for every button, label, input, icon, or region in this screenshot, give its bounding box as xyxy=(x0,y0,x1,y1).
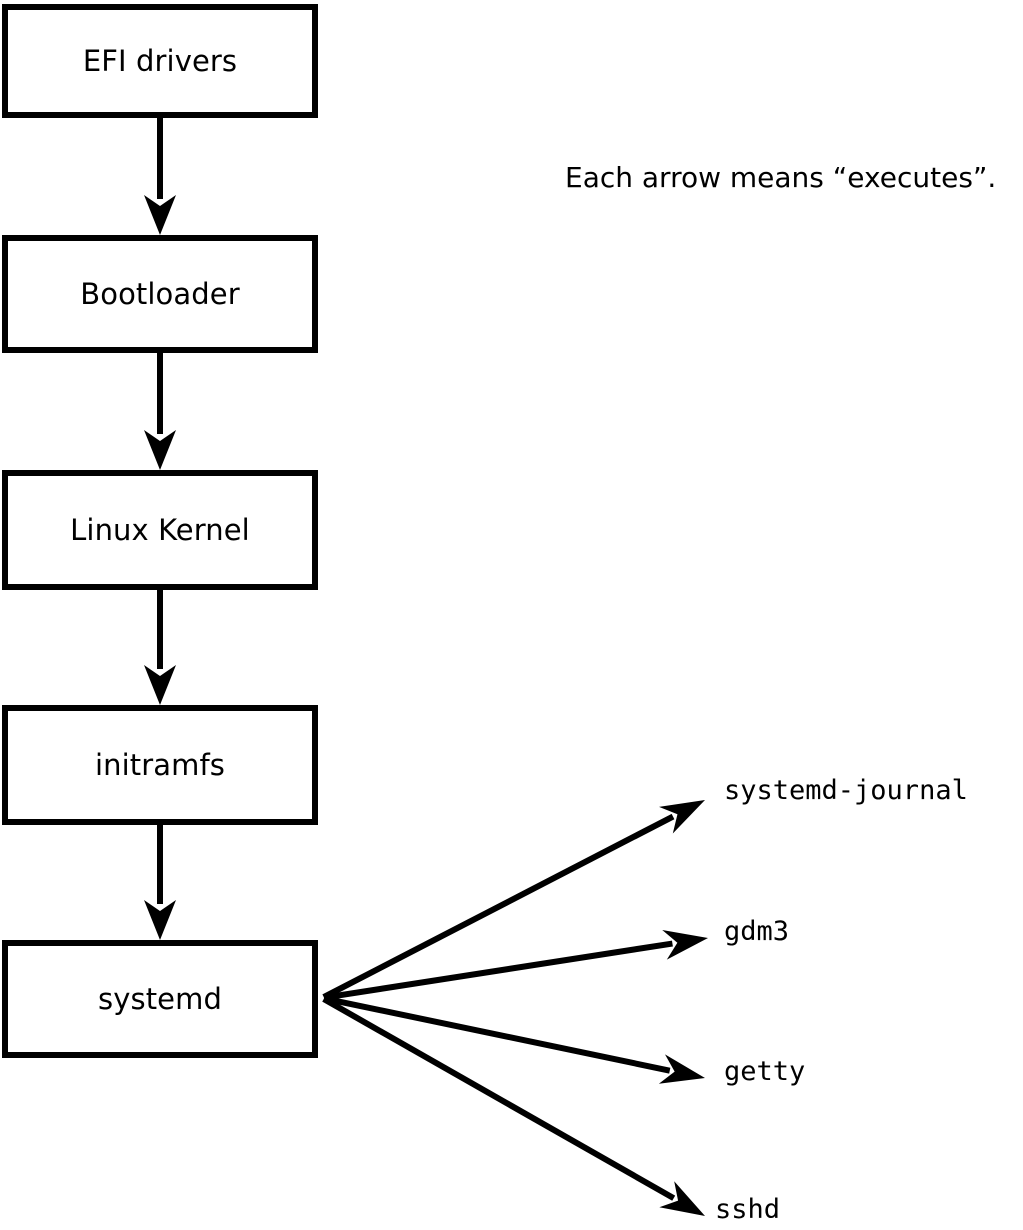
fanout-arrow-head-systemd-journal xyxy=(659,800,705,834)
fanout-arrow-head-gdm3 xyxy=(662,929,708,960)
service-label-getty[interactable]: getty xyxy=(724,1056,806,1087)
fanout-arrow-shaft-sshd xyxy=(322,996,676,1201)
stage-box-efi-drivers[interactable]: EFI drivers xyxy=(2,4,318,118)
stage-box-initramfs[interactable]: initramfs xyxy=(2,705,318,825)
stage-label-bootloader: Bootloader xyxy=(80,276,240,311)
chain-arrow-head-0 xyxy=(144,195,176,235)
stage-label-systemd: systemd xyxy=(98,981,222,1016)
arrow-meaning-note: Each arrow means “executes”. xyxy=(565,161,997,194)
stage-box-linux-kernel[interactable]: Linux Kernel xyxy=(2,470,318,590)
service-label-gdm3[interactable]: gdm3 xyxy=(724,916,790,947)
service-label-sshd[interactable]: sshd xyxy=(715,1194,781,1225)
stage-label-initramfs: initramfs xyxy=(94,747,226,782)
fanout-arrow-head-sshd xyxy=(659,1181,705,1216)
fanout-arrow-head-getty xyxy=(658,1054,705,1084)
chain-arrow-head-3 xyxy=(144,900,176,940)
fanout-arrow-group xyxy=(322,800,708,1216)
stage-label-linux-kernel: Linux Kernel xyxy=(70,512,250,547)
chain-arrow-head-2 xyxy=(144,665,176,705)
stage-label-efi-drivers: EFI drivers xyxy=(82,43,238,78)
service-label-systemd-journal[interactable]: systemd-journal xyxy=(724,775,968,806)
fanout-arrow-shaft-getty xyxy=(323,995,671,1074)
fanout-arrow-shaft-systemd-journal xyxy=(322,813,675,1000)
fanout-arrow-shaft-gdm3 xyxy=(323,940,673,1001)
stage-box-bootloader[interactable]: Bootloader xyxy=(2,235,318,353)
stage-box-systemd[interactable]: systemd xyxy=(2,940,318,1058)
chain-arrow-head-1 xyxy=(144,430,176,470)
